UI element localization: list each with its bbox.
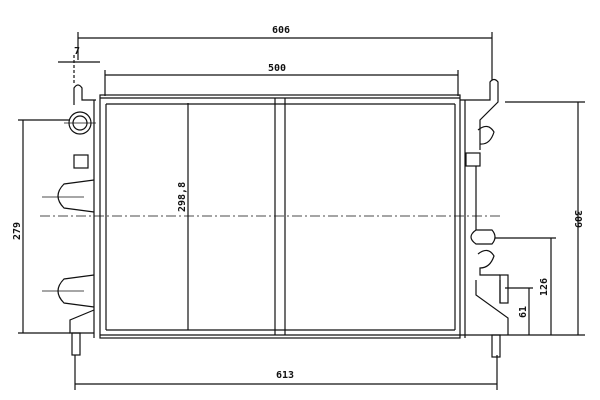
dimension-298-8: 298,8 <box>177 103 189 330</box>
dimension-500: 500 <box>104 63 459 96</box>
dimension-606: 606 <box>77 25 493 80</box>
dimension-7: 7 <box>58 46 100 85</box>
left-tank <box>42 84 96 356</box>
radiator-core <box>99 94 461 339</box>
dimension-61: 61 <box>505 287 533 335</box>
dimension-126: 126 <box>495 237 556 335</box>
dim-label-500: 500 <box>268 63 286 74</box>
right-tank <box>460 78 509 358</box>
dimension-309: 309 <box>460 101 585 336</box>
dim-label-7: 7 <box>74 46 80 57</box>
dim-label-309: 309 <box>572 210 583 228</box>
dimension-279: 279 <box>12 119 70 334</box>
dim-label-126: 126 <box>539 278 550 296</box>
dim-label-279: 279 <box>12 222 23 240</box>
dimension-613: 613 <box>74 355 498 390</box>
dim-label-606: 606 <box>272 25 290 36</box>
dim-label-298-8: 298,8 <box>177 182 188 212</box>
dim-label-613: 613 <box>276 370 294 381</box>
dim-label-61: 61 <box>518 306 529 318</box>
